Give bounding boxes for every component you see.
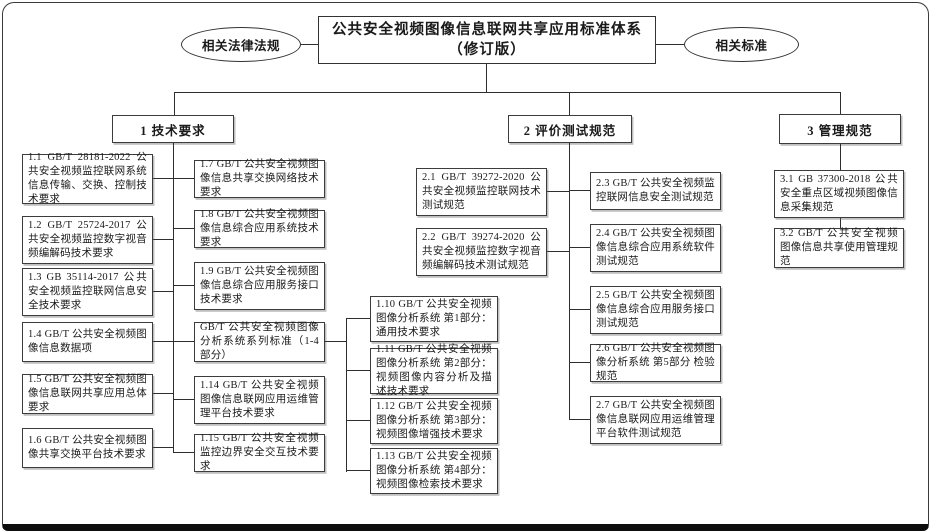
std-box-2-5: 2.5 GB/T 公共安全视频图像信息综合应用服务接口测试规范 <box>590 286 721 334</box>
branch-header-technical-requirements: 1 技术要求 <box>112 115 234 143</box>
std-box-1-10: 1.10 GB/T 公共安全视频图像分析系统 第1部分：通用技术要求 <box>370 296 498 342</box>
std-box-2-6: 2.6 GB/T 公共安全视频图像分析系统 第5部分 检验规范 <box>590 343 721 382</box>
std-box-1-3: 1.3 GB 35114-2017 公共安全视频监控联网信息安全技术要求 <box>22 268 153 316</box>
connector-stub-1-13 <box>346 470 370 472</box>
connector-stub-1-10 <box>346 318 370 320</box>
std-box-1-11: 1.11 GB/T 公共安全视频图像分析系统 第2部分：视频图像内容分析及描述技… <box>370 344 498 397</box>
std-box-1-4: 1.4 GB/T 公共安全视频图像信息数据项 <box>22 322 153 362</box>
branch-header-evaluation-test: 2 评价测试规范 <box>508 115 632 143</box>
std-box-1-2: 1.2 GB/T 25724-2017 公共安全视频监控数字视音频编解码技术要求 <box>22 216 153 264</box>
std-box-3-1: 3.1 GB 37300-2018 公共安全重点区域视频图像信息采集规范 <box>774 170 904 218</box>
connector-stub-1-12 <box>346 420 370 422</box>
connector-stub-2-2 <box>547 251 569 253</box>
std-box-1-12: 1.12 GB/T 公共安全视频图像分析系统 第3部分：视频图像增强技术要求 <box>370 398 498 444</box>
connector-stub-1-15 <box>174 452 194 454</box>
std-box-2-4: 2.4 GB/T 公共安全视频图像信息综合应用系统软件测试规范 <box>590 224 721 272</box>
branch-header-management: 3 管理规范 <box>779 114 901 144</box>
std-box-1-7: 1.7 GB/T 公共安全视频图像信息共享交换网络技术要求 <box>194 159 325 198</box>
std-box-3-2: 3.2 GB/T 公共安全视频图像信息共享使用管理规范 <box>774 228 904 268</box>
std-box-1-9: 1.9 GB/T 公共安全视频图像信息综合应用服务接口技术要求 <box>194 262 325 310</box>
std-box-2-1: 2.1 GB/T 39272-2020 公共安全视频监控联网技术测试规范 <box>416 168 547 216</box>
connector-stub-1-3 <box>153 291 174 293</box>
std-box-2-2: 2.2 GB/T 39274-2020 公共安全视频监控数字视音频编解码技术测试… <box>416 228 547 276</box>
connector-series-out <box>325 341 347 343</box>
diagram-title-line1: 公共安全视频图像信息联网共享应用标准体系 <box>332 21 642 38</box>
connector-laws-title <box>301 44 318 46</box>
connector-parts-trunk <box>346 318 348 472</box>
std-box-1-15: 1.15 GB/T 公共安全视频监控边界安全交互技术要求 <box>194 433 325 472</box>
connector-branch3-drop2 <box>840 218 842 228</box>
connector-branch3-drop1 <box>840 144 842 170</box>
connector-drop-branch2 <box>569 92 571 116</box>
connector-stub-1-9 <box>174 285 194 287</box>
connector-stub-2-7 <box>570 419 590 421</box>
std-box-1-1: 1.1 GB/T 28181-2022 公共安全视频监控联网系统信息传输、交换、… <box>22 152 153 205</box>
connector-stub-1-11 <box>346 370 370 372</box>
connector-stub-1-8 <box>174 228 194 230</box>
connector-stub-2-6 <box>570 362 590 364</box>
connector-title-down <box>486 64 488 93</box>
related-laws-ellipse: 相关法律法规 <box>181 27 301 62</box>
connector-stub-2-5 <box>570 309 590 311</box>
std-box-2-7: 2.7 GB/T 公共安全视频图像信息联网应用运维管理平台软件测试规范 <box>590 396 721 444</box>
std-box-2-3: 2.3 GB/T 公共安全视频监控联网信息安全测试规范 <box>590 172 721 210</box>
connector-stub-1-2 <box>153 239 174 241</box>
connector-stub-1-1 <box>153 178 174 180</box>
std-box-1-6: 1.6 GB/T 公共安全视频图像共享交换平台技术要求 <box>22 428 153 468</box>
connector-stub-1-6 <box>153 447 174 449</box>
connector-main-spread <box>174 92 841 94</box>
connector-branch1-trunk <box>173 143 175 453</box>
connector-title-standards <box>656 44 684 46</box>
series-box-analysis-system: GB/T 公共安全视频图像分析系统系列标准（1-4部分） <box>194 322 325 362</box>
std-box-1-5: 1.5 GB/T 公共安全视频图像信息联网共享应用总体要求 <box>22 374 153 414</box>
connector-drop-branch3 <box>840 92 842 115</box>
connector-stub-1-7 <box>174 178 194 180</box>
diagram-title-line2: （修订版） <box>448 42 526 58</box>
connector-drop-branch1 <box>174 92 176 116</box>
std-box-1-14: 1.14 GB/T 公共安全视频图像信息联网应用运维管理平台技术要求 <box>194 376 325 424</box>
connector-branch2-trunk <box>569 143 571 420</box>
connector-stub-2-4 <box>570 247 590 249</box>
connector-stub-1-5 <box>153 393 174 395</box>
std-box-1-8: 1.8 GB/T 公共安全视频图像信息综合应用系统技术要求 <box>194 209 325 248</box>
connector-stub-1-4 <box>153 341 174 343</box>
title-box: 公共安全视频图像信息联网共享应用标准体系 （修订版） <box>318 16 656 64</box>
connector-stub-2-3 <box>570 190 590 192</box>
connector-stub-1-14 <box>174 399 194 401</box>
related-standards-ellipse: 相关标准 <box>684 27 799 62</box>
connector-stub-series <box>174 341 194 343</box>
std-box-1-13: 1.13 GB/T 公共安全视频图像分析系统 第4部分：视频图像检索技术要求 <box>370 448 498 494</box>
connector-stub-2-1 <box>547 191 569 193</box>
